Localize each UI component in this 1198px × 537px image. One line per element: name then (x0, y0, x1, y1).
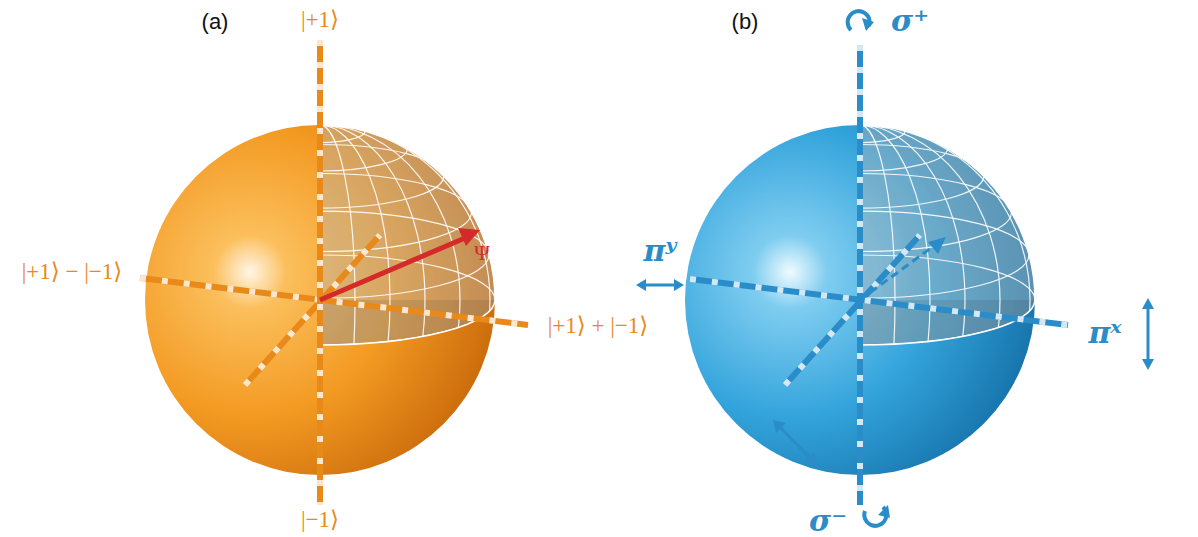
axis-label: |−1⟩ (301, 507, 339, 532)
panel-label: (a) (202, 10, 229, 34)
polarisation-symbols (642, 11, 1148, 526)
polarisation-label: πʸ (644, 234, 677, 267)
state-label: Ψ (474, 242, 490, 265)
sphere-b (685, 45, 1068, 505)
polarisation-label: σ⁻ (809, 504, 847, 537)
polarisation-label: σ⁺ (891, 4, 929, 37)
panel-label: (b) (732, 10, 759, 34)
axis-label: |+1⟩ − |−1⟩ (22, 259, 123, 284)
axis-label: |+1⟩ + |−1⟩ (548, 313, 649, 338)
arrow-heads (636, 18, 1154, 518)
axis-label: |+1⟩ (301, 7, 339, 32)
polarisation-label: πˣ (1088, 316, 1121, 349)
sphere-a (140, 40, 528, 505)
